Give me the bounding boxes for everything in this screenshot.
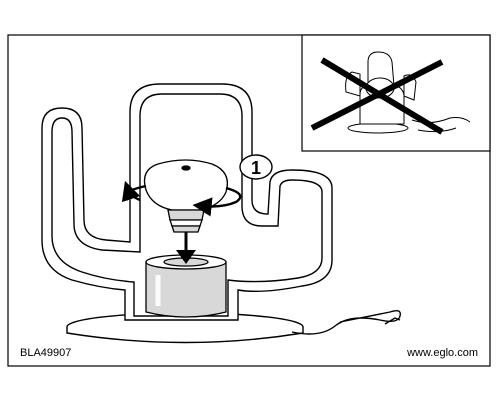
forbidden-inset-panel bbox=[301, 34, 491, 152]
website-link[interactable]: www.eglo.com bbox=[407, 347, 478, 359]
document-code: BLA49907 bbox=[20, 347, 72, 359]
rotate-arrow-icon bbox=[121, 180, 242, 217]
step-number: 1 bbox=[251, 158, 261, 178]
lamp-socket bbox=[145, 254, 227, 318]
down-arrow-icon bbox=[176, 232, 196, 264]
diagram-border bbox=[7, 34, 491, 367]
step-number-badge: 1 bbox=[239, 154, 273, 180]
cross-out-icon bbox=[310, 57, 444, 135]
power-cable bbox=[291, 309, 401, 335]
